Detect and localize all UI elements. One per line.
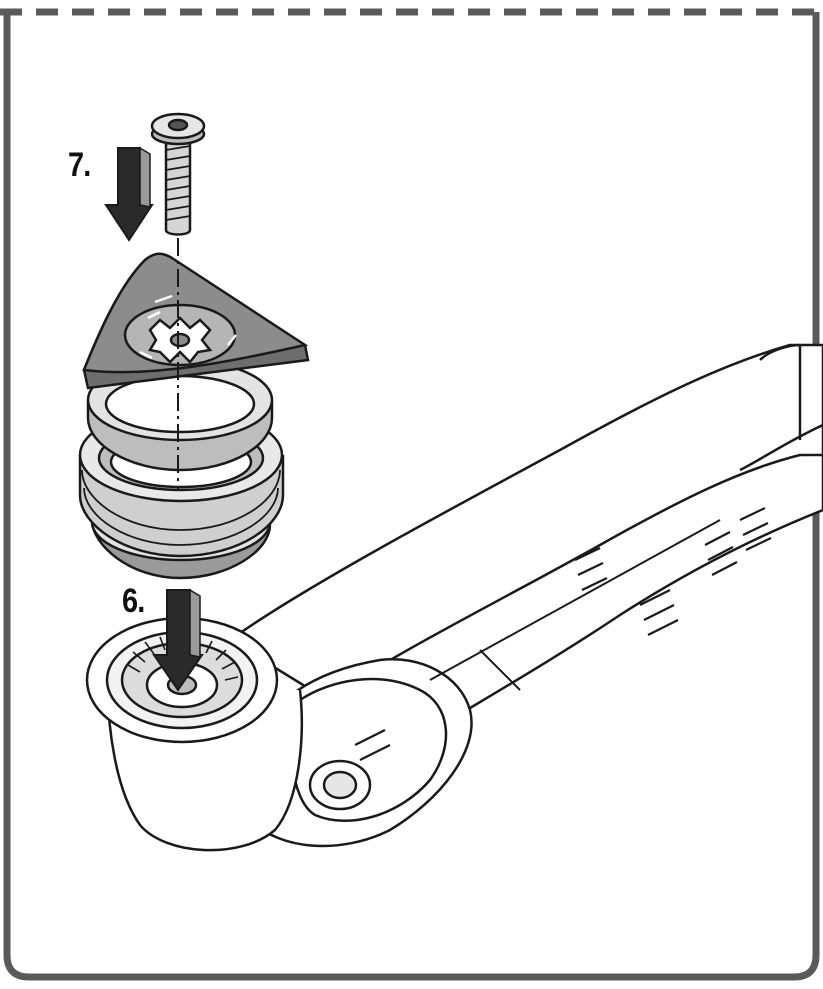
screw-threads xyxy=(165,145,191,221)
grip-edge xyxy=(759,343,802,440)
arrow-step-7 xyxy=(104,146,154,242)
seam-line-2 xyxy=(479,649,521,691)
arrow-step-6 xyxy=(152,588,204,692)
ring-2-band-lower xyxy=(83,487,279,546)
pad-center-hole xyxy=(169,332,191,348)
lever-inner xyxy=(322,770,358,800)
sanding-pad xyxy=(82,252,310,390)
screw-hex-socket xyxy=(167,118,189,132)
pad-slots xyxy=(139,294,237,360)
frame xyxy=(0,8,823,981)
ring-2-band xyxy=(81,469,281,531)
step-6-label: 6. xyxy=(122,582,145,620)
grip-line xyxy=(739,423,823,472)
adapter-rings xyxy=(78,358,285,580)
screw xyxy=(150,112,206,236)
housing-vents xyxy=(574,507,772,636)
multi-tool xyxy=(224,343,823,848)
seam-line xyxy=(429,519,721,681)
step-7-label: 7. xyxy=(68,146,91,184)
ring-1-hole xyxy=(104,374,256,434)
tool-lower-shell xyxy=(338,453,823,722)
frame-border xyxy=(3,12,820,981)
